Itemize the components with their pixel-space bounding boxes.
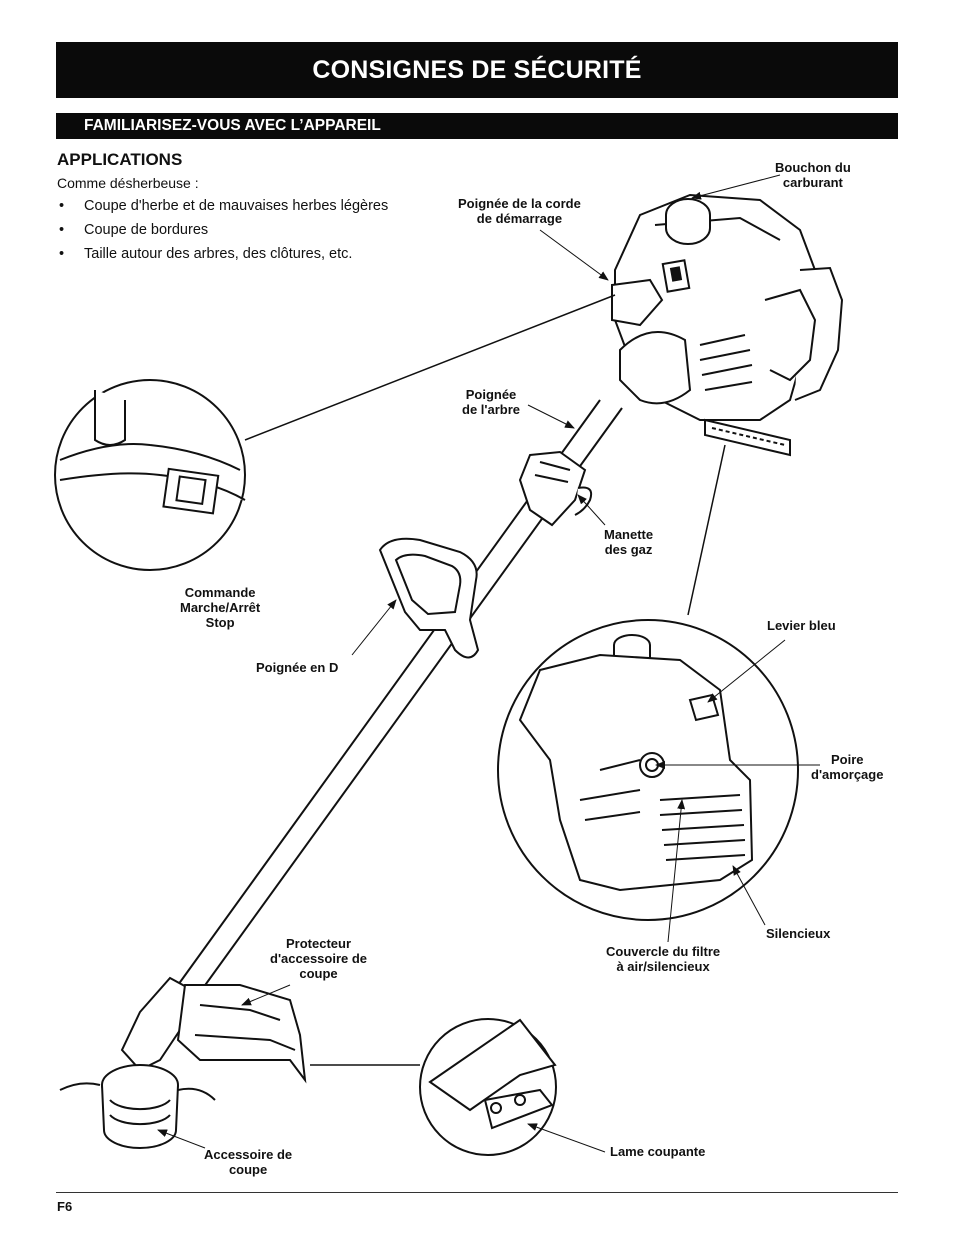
- blade-zoom-circle: [419, 1018, 557, 1156]
- label-shaft-handle: Poignée de l'arbre: [462, 387, 520, 417]
- cutting-head: [59, 976, 307, 1149]
- list-item: • Coupe de bordures: [57, 220, 388, 244]
- label-line: des gaz: [604, 542, 653, 557]
- label-line: coupe: [299, 966, 338, 981]
- label-line: d'accessoire de: [270, 951, 368, 966]
- label-line: Marche/Arrêt: [180, 600, 261, 615]
- label-line: d'amorçage: [811, 767, 884, 782]
- label-line: Poignée de la corde: [458, 196, 581, 211]
- list-item: • Taille autour des arbres, des clôtures,…: [57, 244, 388, 268]
- callout-arrows: [157, 174, 820, 1153]
- section-title: FAMILIARISEZ-VOUS AVEC L’APPAREIL: [84, 117, 381, 134]
- engine-zoom-circle: [497, 619, 799, 921]
- footer-rule: [56, 1192, 898, 1193]
- label-line: Poire: [830, 752, 864, 767]
- label-line: Poignée en D: [256, 660, 339, 675]
- applications-heading: APPLICATIONS: [57, 150, 183, 169]
- label-on-off-switch: Commande Marche/Arrêt Stop: [180, 585, 260, 630]
- label-fuel-cap: Bouchon du carburant: [775, 160, 851, 190]
- label-line: Levier bleu: [767, 618, 836, 633]
- connector-lines: [244, 294, 726, 1066]
- d-handle: [378, 537, 480, 659]
- label-starter-handle: Poignée de la corde de démarrage: [458, 196, 581, 226]
- label-line: Manette: [604, 527, 654, 542]
- label-throttle: Manette des gaz: [604, 527, 653, 557]
- list-item-text: Taille autour des arbres, des clôtures, …: [84, 246, 353, 262]
- shaft-handle-grip: [518, 450, 593, 527]
- list-item-text: Coupe d'herbe et de mauvaises herbes lég…: [84, 198, 389, 214]
- label-d-handle: Poignée en D: [256, 660, 338, 675]
- label-line: Commande: [184, 585, 256, 600]
- label-cutting-blade: Lame coupante: [610, 1144, 705, 1159]
- page-number: F6: [57, 1199, 73, 1214]
- label-line: de démarrage: [476, 211, 563, 226]
- label-line: Accessoire de: [204, 1147, 293, 1162]
- bullet: •: [59, 222, 65, 238]
- applications-list: • Coupe d'herbe et de mauvaises herbes lé…: [57, 196, 388, 268]
- label-guard: Protecteur d'accessoire de coupe: [270, 936, 367, 981]
- label-line: Lame coupante: [610, 1144, 706, 1159]
- label-blue-lever: Levier bleu: [767, 618, 836, 633]
- label-line: Protecteur: [286, 936, 352, 951]
- label-primer-bulb: Poire d'amorçage: [811, 752, 883, 782]
- label-line: Stop: [205, 615, 235, 630]
- applications-intro: Comme désherbeuse :: [57, 175, 199, 191]
- label-line: Silencieux: [766, 926, 831, 941]
- bullet: •: [59, 198, 65, 214]
- label-line: de l'arbre: [462, 402, 521, 417]
- label-line: Bouchon du: [775, 160, 851, 175]
- label-muffler: Silencieux: [766, 926, 830, 941]
- switch-zoom-circle: [54, 379, 246, 571]
- label-line: carburant: [782, 175, 843, 190]
- section-title-bar: FAMILIARISEZ-VOUS AVEC L’APPAREIL: [56, 113, 898, 139]
- label-cutting-head: Accessoire de coupe: [204, 1147, 292, 1177]
- page-title: CONSIGNES DE SÉCURITÉ: [312, 56, 642, 84]
- list-item: • Coupe d'herbe et de mauvaises herbes lé…: [57, 196, 388, 220]
- label-line: Couvercle du filtre: [606, 944, 721, 959]
- label-line: à air/silencieux: [616, 959, 710, 974]
- label-air-filter-cover: Couvercle du filtre à air/silencieux: [606, 944, 720, 974]
- engine-housing: [611, 193, 844, 457]
- label-line: Poignée: [465, 387, 517, 402]
- list-item-text: Coupe de bordures: [84, 222, 209, 238]
- page-title-bar: CONSIGNES DE SÉCURITÉ: [56, 42, 898, 98]
- label-line: coupe: [228, 1162, 268, 1177]
- bullet: •: [59, 246, 65, 262]
